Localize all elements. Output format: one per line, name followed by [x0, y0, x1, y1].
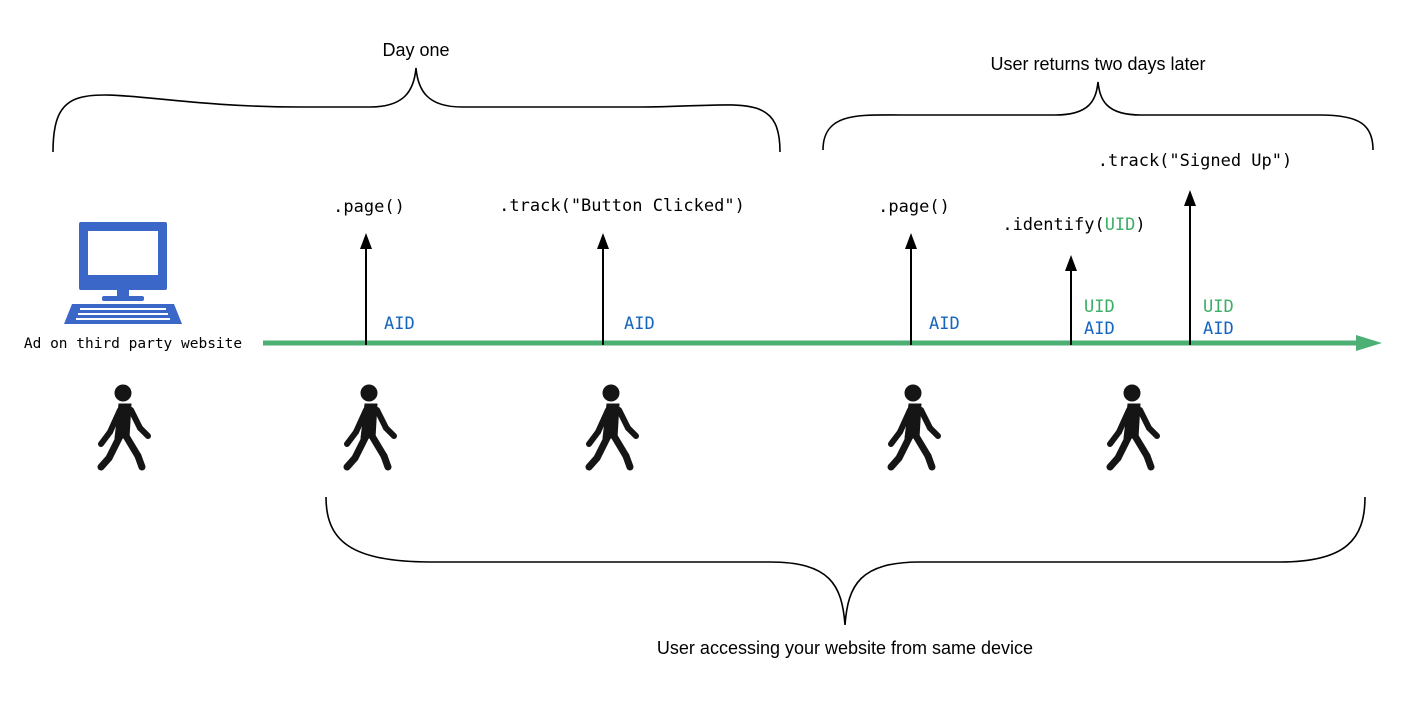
event-arrowhead	[597, 233, 609, 249]
event-arrowhead	[1184, 190, 1196, 206]
walking-person-icon	[589, 385, 636, 467]
event-track-button-clicked: .track("Button Clicked") AID	[499, 196, 745, 345]
uid-label: UID	[1084, 297, 1115, 317]
day-one-label: Day one	[382, 40, 449, 60]
event-identify: .identify(UID) UID AID	[1002, 215, 1146, 345]
aid-label: AID	[1203, 319, 1234, 339]
call-track-signed-up: .track("Signed Up")	[1098, 151, 1292, 171]
returns-label: User returns two days later	[990, 54, 1205, 74]
call-track-button-clicked: .track("Button Clicked")	[499, 196, 745, 216]
walking-person-icon	[1110, 385, 1157, 467]
returns-brace	[822, 81, 1374, 151]
aid-label: AID	[929, 314, 960, 334]
uid-label: UID	[1203, 297, 1234, 317]
identify-prefix: .identify(	[1002, 215, 1104, 235]
timeline-arrowhead	[1356, 335, 1382, 351]
aid-label: AID	[384, 314, 415, 334]
same-device-label: User accessing your website from same de…	[657, 638, 1033, 658]
same-device-brace	[325, 496, 1366, 626]
call-page-2: .page()	[878, 197, 950, 217]
identify-suffix: )	[1135, 215, 1145, 235]
event-track-signed-up: .track("Signed Up") UID AID	[1098, 151, 1292, 345]
event-arrowhead	[360, 233, 372, 249]
call-page-1: .page()	[333, 197, 405, 217]
event-page-1: .page() AID	[333, 197, 415, 345]
walking-person-icon	[891, 385, 938, 467]
walking-person-icon	[101, 385, 148, 467]
event-page-2: .page() AID	[878, 197, 960, 345]
event-arrowhead	[905, 233, 917, 249]
walking-person-icon	[347, 385, 394, 467]
event-arrowhead	[1065, 255, 1077, 271]
aid-label: AID	[1084, 319, 1115, 339]
day-one-brace	[52, 67, 781, 153]
desktop-computer-icon	[64, 222, 182, 324]
call-identify: .identify(UID)	[1002, 215, 1145, 235]
identify-uid: UID	[1105, 215, 1136, 235]
aid-label: AID	[624, 314, 655, 334]
ad-label: Ad on third party website	[24, 336, 242, 352]
